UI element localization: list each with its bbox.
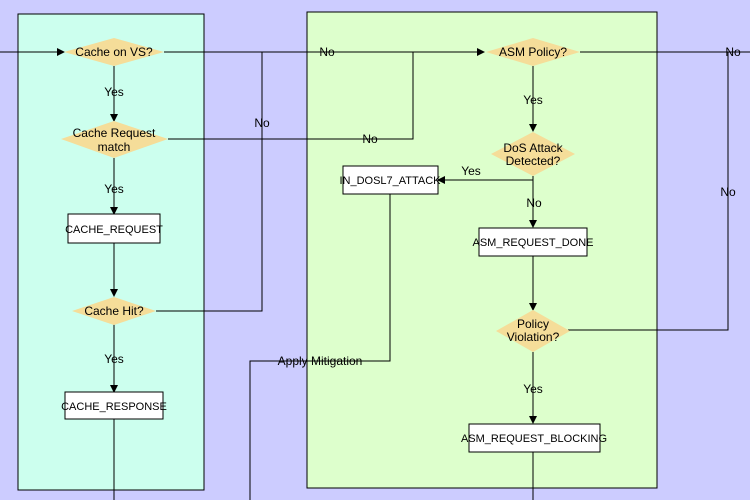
box-label: IN_DOSL7_ATTACK: [339, 175, 441, 187]
box-label: CACHE_REQUEST: [65, 224, 163, 236]
decision-policy-violation: Policy Violation?: [496, 310, 570, 352]
edge-label-no: No: [362, 132, 378, 146]
box-label: CACHE_RESPONSE: [61, 401, 167, 413]
edge-label-no: No: [720, 185, 736, 199]
decision-label-line1: Policy: [517, 317, 549, 331]
decision-label-line2: Violation?: [507, 330, 560, 344]
decision-label-line1: Cache Request: [73, 126, 156, 140]
edge-label-apply-mitigation: Apply Mitigation: [278, 354, 363, 368]
edge-label-yes: Yes: [104, 352, 124, 366]
decision-cache-on-vs: Cache on VS?: [64, 38, 164, 66]
edge-label-yes: Yes: [461, 164, 481, 178]
decision-label-line2: match: [98, 140, 131, 154]
decision-cache-hit: Cache Hit?: [72, 297, 156, 325]
box-label: ASM_REQUEST_DONE: [472, 237, 593, 249]
box-label: ASM_REQUEST_BLOCKING: [461, 433, 607, 445]
edge-label-yes: Yes: [104, 85, 124, 99]
connectors: [0, 48, 750, 500]
decision-label-line1: DoS Attack: [503, 141, 563, 155]
decision-asm-policy: ASM Policy?: [486, 38, 580, 66]
edge-labels: Yes Yes Yes Yes Yes Yes No No No No No N…: [104, 45, 741, 396]
edge-label-no: No: [526, 196, 542, 210]
box-asm-request-blocking: ASM_REQUEST_BLOCKING: [461, 423, 607, 453]
box-cache-request: CACHE_REQUEST: [65, 213, 163, 244]
edge-label-yes: Yes: [523, 382, 543, 396]
box-cache-response: CACHE_RESPONSE: [61, 391, 167, 420]
decision-label: ASM Policy?: [499, 45, 567, 59]
box-in-dosl7-attack: IN_DOSL7_ATTACK: [339, 165, 441, 195]
edge-label-no: No: [319, 45, 335, 59]
decision-label: Cache Hit?: [84, 304, 144, 318]
box-asm-request-done: ASM_REQUEST_DONE: [472, 227, 594, 257]
decision-dos-attack-detected: DoS Attack Detected?: [491, 132, 575, 176]
decision-cache-request-match: Cache Request match: [61, 121, 168, 158]
decision-label: Cache on VS?: [75, 45, 153, 59]
edge-label-yes: Yes: [523, 93, 543, 107]
decision-label-line2: Detected?: [506, 154, 561, 168]
edge-label-yes: Yes: [104, 182, 124, 196]
edge-label-no: No: [725, 45, 741, 59]
edge-label-no: No: [254, 116, 270, 130]
